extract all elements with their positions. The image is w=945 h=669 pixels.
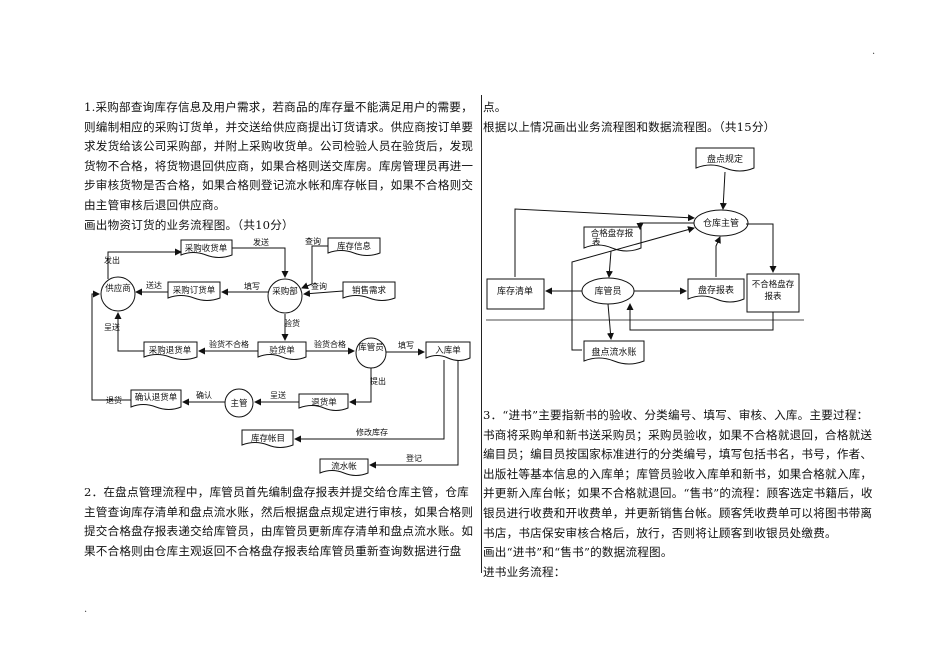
svg-text:采购部: 采购部 [272, 286, 298, 297]
svg-text:登记: 登记 [406, 453, 422, 463]
svg-text:库管员: 库管员 [358, 342, 384, 353]
p1-line-3: 货物不合格，将货物退回供应商，如果合格则送交库房。库房管理员再进一 [84, 158, 474, 173]
svg-text:送达: 送达 [146, 280, 162, 290]
svg-text:验货合格: 验货合格 [314, 339, 346, 349]
corner-mark-bottom: . [84, 604, 88, 615]
p1-line-4: 步审核货物是否合格，如果合格则登记流水帐和库存帐目，如果不合格则交 [84, 178, 474, 193]
svg-text:库存信息: 库存信息 [337, 241, 372, 252]
svg-text:确认退货单: 确认退货单 [135, 392, 178, 403]
svg-text:流水帐: 流水帐 [331, 461, 357, 472]
svg-text:提出: 提出 [370, 376, 386, 386]
svg-text:表: 表 [592, 237, 601, 248]
p2-line-3: 果不合格则由仓库主观返回不合格盘存报表给库管员重新查询数据进行盘 [84, 543, 462, 558]
node-receipt-doc: 采购收货单 [180, 239, 233, 258]
paragraph-2: 2．在盘点管理流程中，库管员首先编制盘存报表并提交给仓库主管，仓库 主管查询库存… [84, 483, 473, 561]
svg-text:报表: 报表 [764, 291, 782, 302]
svg-text:退货单: 退货单 [311, 397, 337, 408]
corner-mark-top: . [872, 46, 876, 57]
node-return-doc: 采购退货单 [143, 341, 198, 360]
node-inventory-list: 库存清单 [486, 278, 545, 310]
p3-line-7: 画出“进书”和“售书”的数据流程图。 [483, 545, 673, 560]
p2-line-1: 主管查询库存清单和盘点流水账，然后根据盘点规定进行审核，如果合格则 [84, 504, 474, 519]
right-top-line-1: 点。 [483, 100, 507, 114]
p3-line-3: 出版社等基本信息的入库单；库管员验收入库单和新书，如果合格就入库， [483, 466, 873, 481]
node-purchasing: 采购部 [267, 278, 303, 314]
svg-text:发送: 发送 [253, 237, 269, 247]
node-order-doc: 采购订货单 [167, 281, 221, 301]
svg-text:验货单: 验货单 [269, 345, 295, 356]
node-journal: 流水帐 [319, 458, 369, 476]
p1-line-6: 画出物资订货的业务流程图。（共10分） [84, 217, 294, 232]
node-manager: 主管 [224, 388, 254, 418]
svg-text:主管: 主管 [230, 398, 247, 409]
svg-text:修改库存: 修改库存 [356, 427, 388, 437]
svg-text:填写: 填写 [244, 281, 260, 291]
p1-line-1: 则编制相应的采购订货单，并交送给供应商提出订货请求。供应商按订单要 [84, 119, 474, 134]
node-stock-in-doc: 入库单 [425, 341, 471, 361]
node-manager: 仓库主管 [693, 209, 749, 237]
p3-line-6: 书店，书店保安审核合格后，放行，否则将让顾客到收银员处缴费。 [483, 525, 837, 540]
node-confirm-return-doc: 确认退货单 [130, 389, 182, 410]
svg-text:采购退货单: 采购退货单 [149, 345, 192, 356]
svg-text:填写: 填写 [398, 340, 414, 350]
svg-text:库存帐目: 库存帐目 [251, 433, 285, 444]
paragraph-1: 1.采购部查询库存信息及用户需求，若商品的库存量不能满足用户的需要， 则编制相应… [84, 98, 473, 235]
node-return-slip: 退货单 [298, 393, 349, 411]
svg-text:退货: 退货 [106, 395, 122, 405]
p3-line-0: 3．“进书”主要指新书的验收、分类编号、填写、审核、入库。主要过程： [483, 408, 869, 422]
node-count-report: 盘存报表 [687, 278, 745, 303]
svg-text:供应商: 供应商 [105, 283, 131, 294]
node-sales-demand: 销售需求 [342, 281, 396, 301]
svg-text:发出: 发出 [104, 255, 120, 265]
svg-text:验货不合格: 验货不合格 [209, 339, 249, 349]
p1-line-2: 求发货给该公司采购部，并附上采购收货单。公司检验人员在验货后，发现 [84, 139, 474, 154]
p3-line-4: 并更新入库台帐；如果不合格就退回。“售书”的流程：顾客选定书籍后，收 [483, 486, 873, 501]
svg-text:入库单: 入库单 [435, 345, 461, 356]
svg-text:盘点流水账: 盘点流水账 [591, 346, 636, 358]
diagram-1: 采购收货单 库存信息 供应商 采购订货单 采购部 销售需求 采购退货单 验货单 … [91, 236, 471, 476]
svg-text:不合格盘存: 不合格盘存 [752, 279, 795, 290]
svg-text:查询: 查询 [305, 236, 321, 246]
node-warehouse-keeper: 库管员 [355, 337, 387, 369]
svg-text:查询: 查询 [311, 281, 327, 291]
svg-text:确认: 确认 [196, 390, 212, 400]
svg-text:呈送: 呈送 [104, 322, 120, 332]
p2-line-0: 2．在盘点管理流程中，库管员首先编制盘存报表并提交给仓库主管，仓库 [84, 485, 469, 499]
diagram-2: 盘点规定 仓库主管 合格盘存报 表 库存清单 库管员 盘存报表 不合格盘存 报表… [486, 147, 804, 365]
svg-text:盘存报表: 盘存报表 [698, 284, 734, 296]
p1-line-5: 由主管审核后退回供应商。 [84, 197, 226, 212]
node-unqualified-report: 不合格盘存 报表 [746, 273, 800, 313]
svg-text:库管员: 库管员 [594, 285, 621, 297]
svg-text:盘点规定: 盘点规定 [707, 153, 743, 165]
node-rules: 盘点规定 [695, 147, 755, 172]
svg-text:库存清单: 库存清单 [497, 285, 533, 297]
p1-line-0: 1.采购部查询库存信息及用户需求，若商品的库存量不能满足用户的需要， [84, 100, 473, 114]
svg-text:采购订货单: 采购订货单 [173, 285, 216, 296]
svg-text:采购收货单: 采购收货单 [185, 243, 228, 254]
node-inventory-info: 库存信息 [327, 237, 381, 256]
node-journal: 盘点流水账 [583, 340, 645, 365]
svg-text:合格盘存报: 合格盘存报 [591, 228, 634, 239]
right-top-line-2: 根据以上情况画出业务流程图和数据流程图。（共15分） [483, 119, 776, 134]
svg-text:销售需求: 销售需求 [352, 285, 387, 296]
p3-line-8: 进书业务流程： [483, 564, 566, 579]
p2-line-2: 提交合格盘存报表递交给库管员，由库管员更新库存清单和盘点流水账。如 [84, 524, 474, 539]
svg-text:呈送: 呈送 [270, 390, 286, 400]
node-inspect-doc: 验货单 [257, 341, 307, 360]
svg-text:验货: 验货 [284, 318, 300, 328]
node-qualified-report: 合格盘存报 表 [583, 226, 642, 252]
paragraph-3: 3．“进书”主要指新书的验收、分类编号、填写、审核、入库。主要过程： 书商将采购… [483, 406, 873, 582]
p3-line-1: 书商将采购单和新书送采购员；采购员验收，如果不合格就退回，合格就送 [483, 427, 873, 442]
svg-text:仓库主管: 仓库主管 [703, 217, 739, 229]
p3-line-2: 编目员；编目员按国家标准进行的分类编号，填写包括书名，书号，作者、 [483, 447, 873, 462]
node-keeper: 库管员 [581, 277, 635, 305]
right-top-text: 点。 根据以上情况画出业务流程图和数据流程图。（共15分） [483, 98, 775, 137]
p3-line-5: 银员进行收费和开收费单，并更新销售台帐。顾客凭收费单可以将图书带离 [483, 505, 873, 520]
column-divider [481, 95, 482, 573]
node-inventory-account: 库存帐目 [241, 429, 294, 448]
node-supplier: 供应商 [100, 276, 136, 312]
